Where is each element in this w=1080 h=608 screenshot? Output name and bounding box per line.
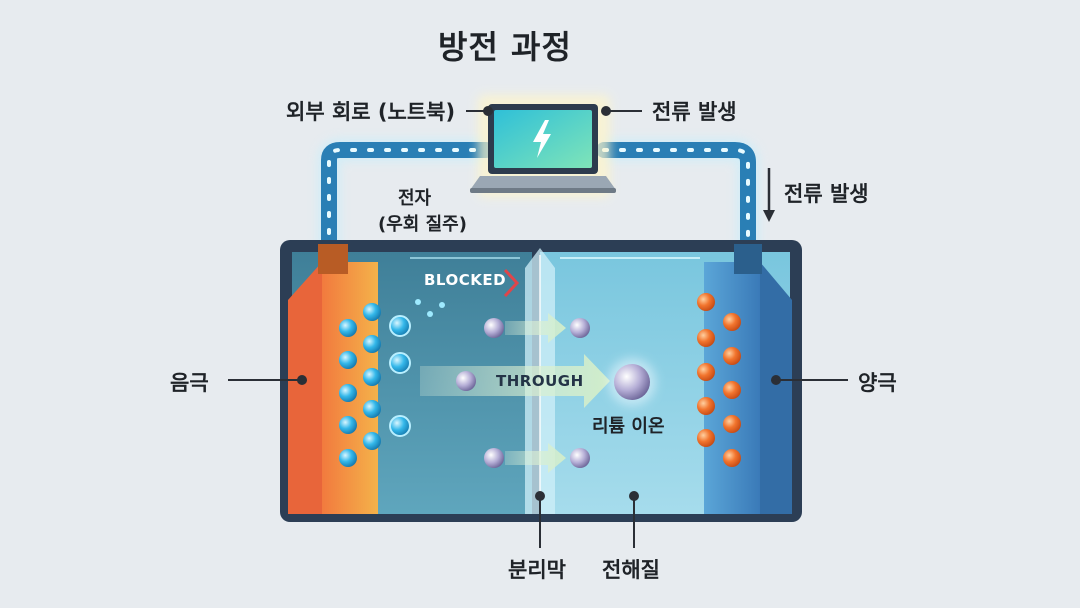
page-title: 방전 과정	[438, 28, 572, 66]
blocked-label: BLOCKED	[424, 271, 507, 289]
anode-label: 음극	[170, 371, 209, 395]
leader-lines	[228, 106, 848, 548]
electron-label: 전자	[398, 188, 432, 209]
anode-electrons	[339, 299, 445, 467]
through-label: THROUGH	[496, 372, 584, 390]
separator-label: 분리막	[508, 558, 566, 582]
external-circuit-label: 외부 회로 (노트북)	[286, 100, 456, 124]
lithium-ion-label: 리튬 이온	[592, 416, 665, 437]
ion-flow-arrows	[420, 313, 610, 473]
current-top-label: 전류 발생	[652, 100, 737, 124]
lightning-bolt-icon	[533, 120, 551, 158]
arrow-down-icon	[763, 168, 775, 222]
current-side-label: 전류 발생	[784, 182, 869, 206]
cathode-label: 양극	[858, 371, 897, 395]
external-wire	[318, 139, 759, 258]
laptop-icon	[470, 95, 616, 197]
lithium-ions	[456, 318, 656, 468]
electron-detour-label: (우회 질주)	[378, 214, 467, 235]
blocked-arrow-icon	[503, 268, 520, 298]
cathode-ions	[697, 293, 741, 467]
electrolyte-label: 전해질	[602, 558, 660, 582]
anode-plate	[288, 244, 378, 514]
